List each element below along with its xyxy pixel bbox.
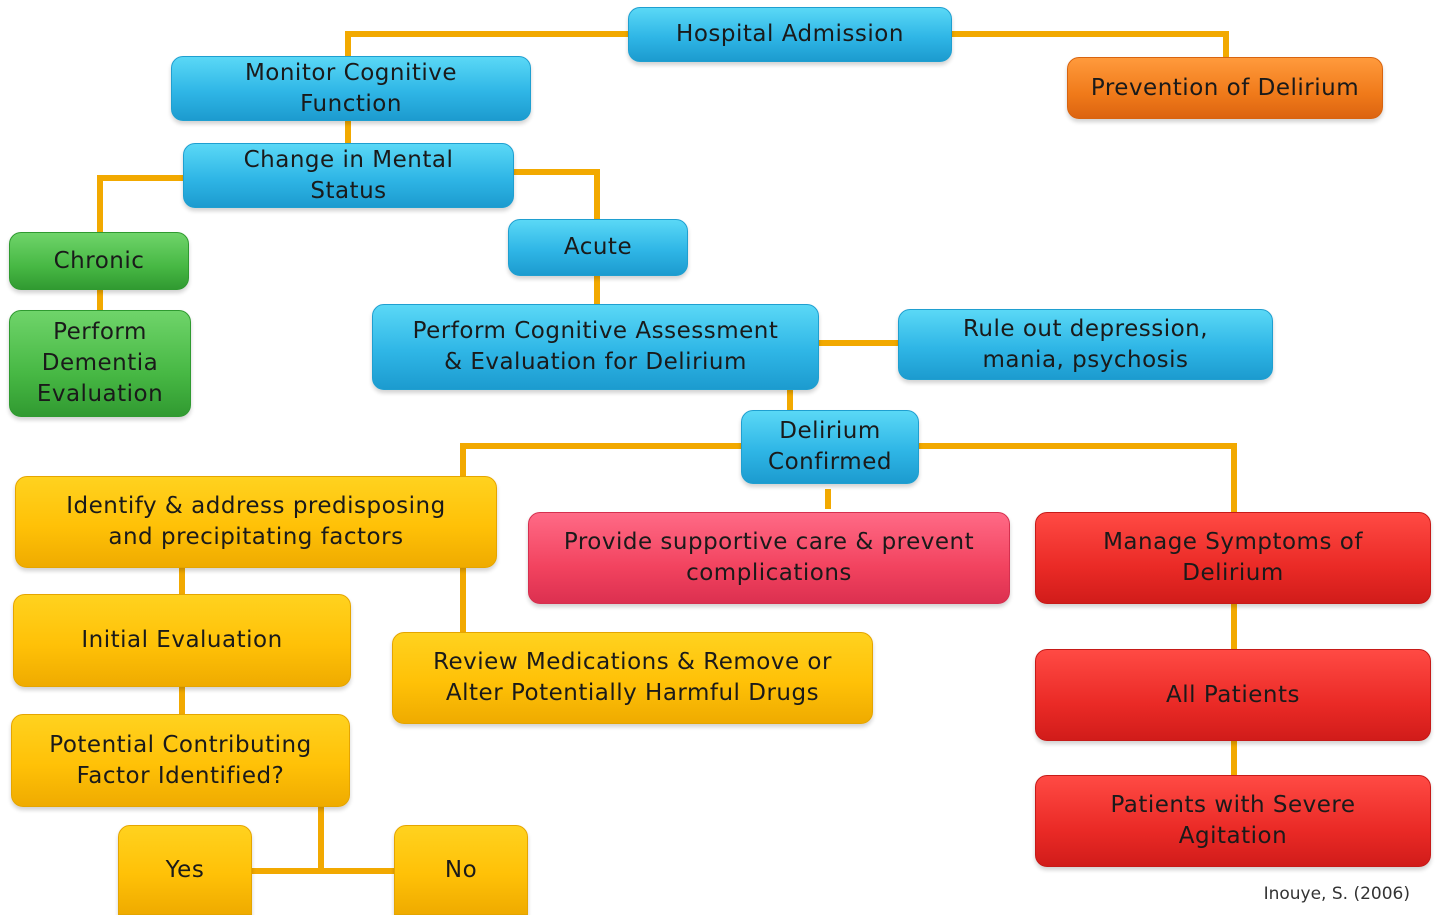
node-severe-agitation: Patients with Severe Agitation bbox=[1035, 775, 1431, 867]
node-perform-dementia-evaluation: Perform Dementia Evaluation bbox=[9, 310, 191, 417]
node-no: No bbox=[394, 825, 528, 915]
node-hospital-admission: Hospital Admission bbox=[628, 7, 952, 62]
node-prevention-of-delirium: Prevention of Delirium bbox=[1067, 57, 1383, 119]
node-review-medications: Review Medications & Remove or Alter Pot… bbox=[392, 632, 873, 724]
node-all-patients: All Patients bbox=[1035, 649, 1431, 741]
node-rule-out: Rule out depression, mania, psychosis bbox=[898, 309, 1273, 380]
node-yes: Yes bbox=[118, 825, 252, 915]
node-initial-evaluation: Initial Evaluation bbox=[13, 594, 351, 687]
node-change-in-mental-status: Change in Mental Status bbox=[183, 143, 514, 208]
node-potential-contributing-factor: Potential Contributing Factor Identified… bbox=[11, 714, 350, 807]
node-identify-factors: Identify & address predisposing and prec… bbox=[15, 476, 497, 568]
node-delirium-confirmed: Delirium Confirmed bbox=[741, 410, 919, 484]
node-supportive-care: Provide supportive care & prevent compli… bbox=[528, 512, 1010, 604]
node-chronic: Chronic bbox=[9, 232, 189, 290]
node-monitor-cognitive-function: Monitor Cognitive Function bbox=[171, 56, 531, 121]
node-acute: Acute bbox=[508, 219, 688, 276]
node-cognitive-assessment: Perform Cognitive Assessment & Evaluatio… bbox=[372, 304, 819, 390]
node-manage-symptoms: Manage Symptoms of Delirium bbox=[1035, 512, 1431, 604]
citation: Inouye, S. (2006) bbox=[1263, 884, 1410, 904]
